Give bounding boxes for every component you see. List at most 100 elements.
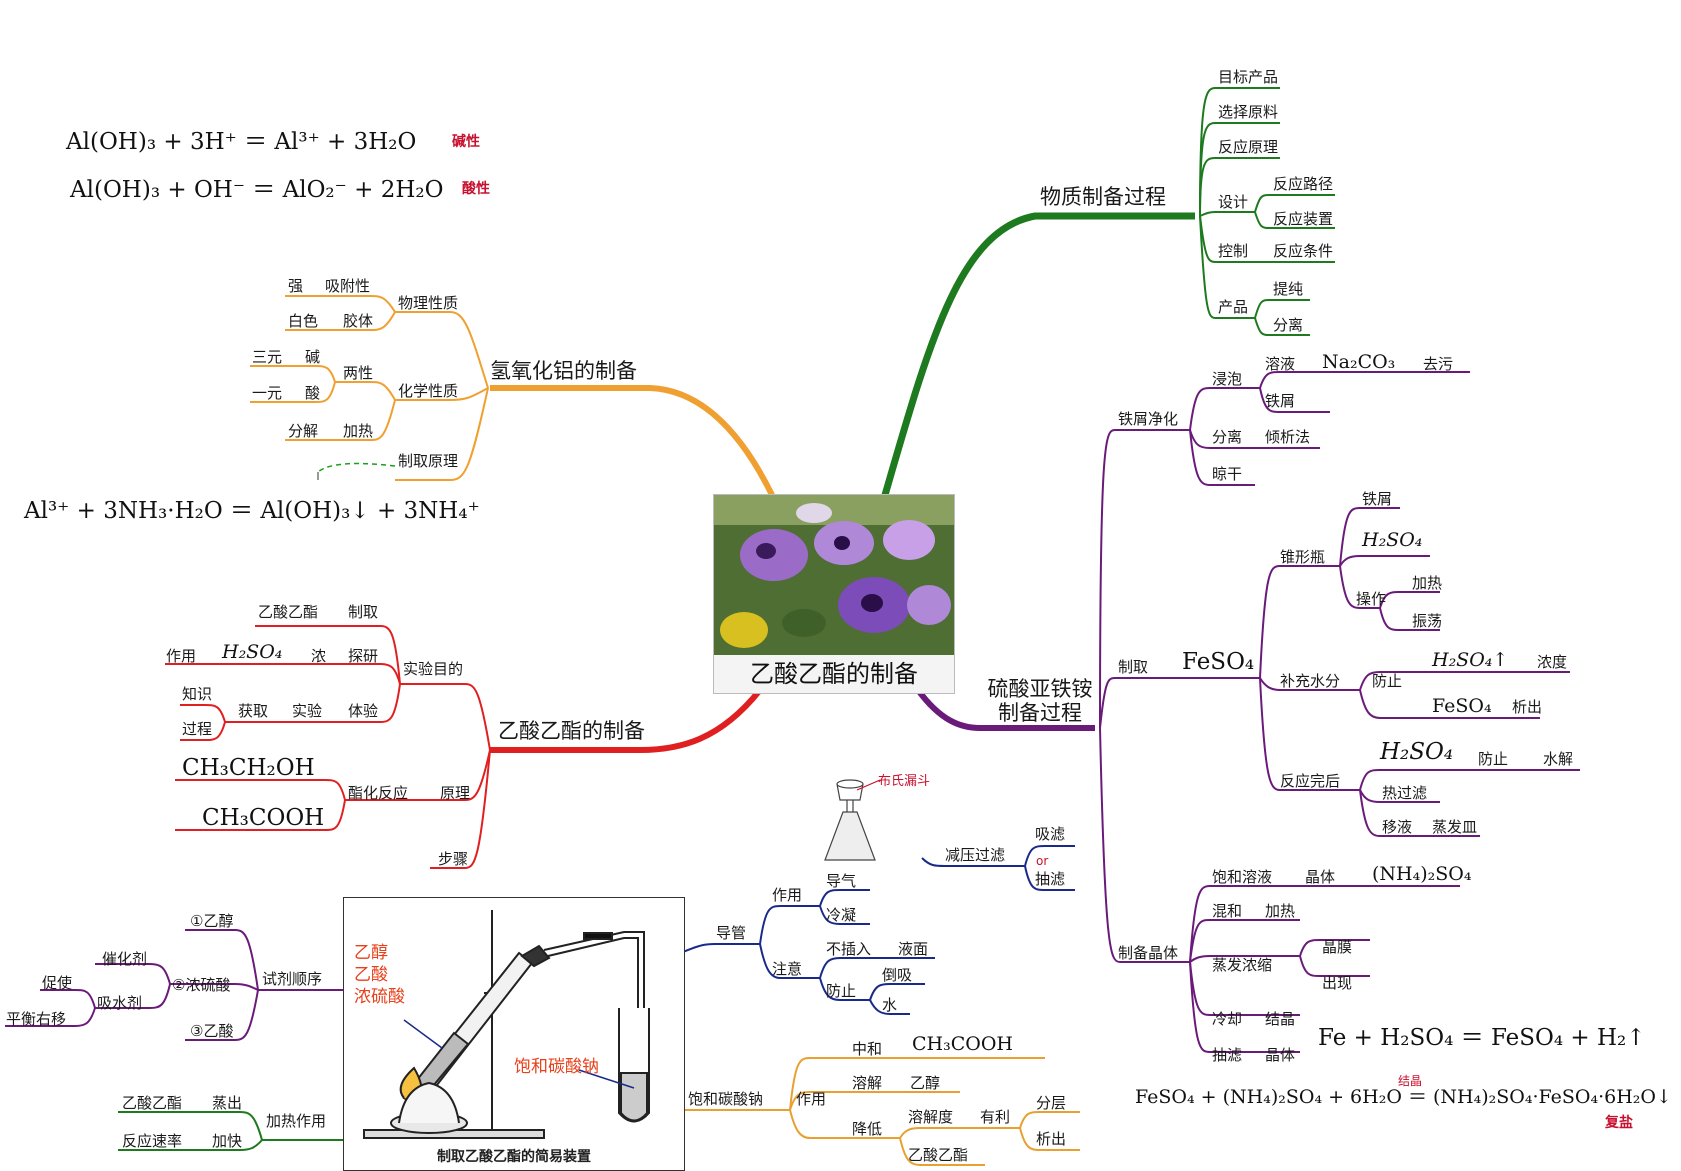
fe-precip: 析出	[1512, 698, 1543, 716]
fe-move: 移液	[1382, 818, 1413, 836]
fe-cryst2: 晶体	[1265, 1046, 1296, 1064]
apparatus-label-3: 浓硫酸	[354, 987, 405, 1007]
fe-evap: 蒸发浓缩	[1212, 956, 1273, 974]
fe-nh4so4: (NH₄)₂SO₄	[1372, 863, 1472, 885]
aloh-chem-c1: 分解	[288, 422, 319, 440]
ester-g3d: 实验	[292, 702, 323, 720]
prep-material: 选择原料	[1218, 103, 1279, 121]
fe-mix: 混和	[1212, 902, 1243, 920]
ester-g3c: 获取	[238, 702, 269, 720]
prep-condition: 反应条件	[1273, 242, 1334, 260]
tube-surface: 液面	[898, 940, 929, 958]
na2co3-precip: 析出	[1036, 1130, 1067, 1148]
tag-acidic: 酸性	[462, 181, 490, 197]
fe-make: 制取	[1118, 658, 1149, 676]
filter-b: 抽滤	[1035, 870, 1066, 888]
ester-principle: 原理	[440, 784, 471, 802]
fe-heat: 加热	[1412, 574, 1443, 592]
aloh-phys-b2: 胶体	[343, 312, 374, 330]
tube-label: 导管	[716, 924, 747, 942]
ester-g1a: 乙酸乙酯	[258, 603, 319, 621]
tube-effect: 作用	[772, 886, 803, 904]
fe-flask-scrap: 铁屑	[1362, 490, 1393, 508]
prep-design: 设计	[1218, 193, 1249, 211]
na2co3-acoh: CH₃COOH	[912, 1033, 1013, 1055]
ester-g3e: 体验	[348, 702, 379, 720]
reagent-shift: 平衡右移	[6, 1010, 67, 1028]
na2co3-layer: 分层	[1036, 1094, 1067, 1112]
aloh-chem-c2: 加热	[343, 422, 374, 440]
na2co3-dissolve: 溶解	[852, 1074, 883, 1092]
reagent-cat: 催化剂	[102, 950, 148, 968]
reagent-promote: 促使	[42, 974, 73, 992]
apparatus-diagram: 乙醇 乙酸 浓硫酸 饱和碳酸钠 制取乙酸乙酯的简易装置	[343, 897, 685, 1171]
ester-acoh: CH₃COOH	[202, 805, 325, 831]
ester-g2d: 探研	[348, 647, 379, 665]
branch-fe-title-l1: 硫酸亚铁铵	[987, 677, 1093, 701]
fe-scrap: 铁屑	[1265, 392, 1296, 410]
fe-soak: 浸泡	[1212, 370, 1243, 388]
prep-route: 反应路径	[1273, 175, 1334, 193]
tube-note: 注意	[772, 960, 803, 978]
aloh-chem-a1: 三元	[252, 348, 283, 366]
fe-prevent: 防止	[1372, 672, 1403, 690]
branch-aloh-title: 氢氧化铝的制备	[490, 359, 637, 383]
fe-na2co3: Na₂CO₃	[1322, 351, 1396, 373]
na2co3-effect: 作用	[796, 1090, 827, 1108]
fe-cool: 冷却	[1212, 1010, 1243, 1028]
fe-dish: 蒸发皿	[1432, 818, 1478, 836]
fe-water: 补充水分	[1280, 672, 1341, 690]
fe-crystallize: 结晶	[1265, 1010, 1296, 1028]
prep-separate: 分离	[1273, 316, 1304, 334]
fe-crystal: 制备晶体	[1118, 944, 1179, 962]
apparatus-drawing	[363, 910, 650, 1139]
center-title: 乙酸乙酯的制备	[714, 655, 954, 693]
tube-noins: 不插入	[826, 940, 872, 958]
fe-sat: 饱和溶液	[1212, 868, 1273, 886]
fe-cryst: 晶体	[1305, 868, 1336, 886]
fe-flask-h2so4: H₂SO₄	[1362, 529, 1423, 551]
branch-ester-title: 乙酸乙酯的制备	[498, 719, 645, 743]
fe-flask: 锥形瓶	[1280, 548, 1326, 566]
fe-h2so4-up: H₂SO₄↑	[1432, 649, 1509, 671]
aloh-chem-amph: 两性	[343, 364, 374, 382]
ester-steps: 步骤	[438, 850, 469, 868]
ester-g1b: 制取	[348, 603, 379, 621]
branch-prep-title: 物质制备过程	[1040, 185, 1166, 209]
ester-g3b: 过程	[182, 720, 213, 738]
aloh-phys: 物理性质	[398, 294, 459, 312]
tube-gas: 导气	[826, 872, 857, 890]
fe-degrease: 去污	[1423, 355, 1454, 373]
aloh-chem: 化学性质	[398, 382, 459, 400]
fe-op: 操作	[1356, 590, 1387, 608]
reagent-1: ①乙醇	[190, 912, 234, 930]
prep-principle: 反应原理	[1218, 138, 1279, 156]
tag-basic: 碱性	[452, 134, 480, 150]
tag-fuyan: 复盐	[1605, 1115, 1633, 1131]
fe-solution: 溶液	[1265, 355, 1296, 373]
aloh-chem-a2: 碱	[305, 348, 321, 366]
na2co3-favor: 有利	[980, 1108, 1011, 1126]
ester-g2a: 作用	[166, 647, 197, 665]
aloh-chem-b1: 一元	[252, 384, 283, 402]
tube-back: 倒吸	[882, 966, 913, 984]
ester-g3a: 知识	[182, 685, 213, 703]
na2co3-solub: 溶解度	[908, 1108, 954, 1126]
fe-shake: 振荡	[1412, 612, 1443, 630]
prep-control: 控制	[1218, 242, 1249, 260]
apparatus-na2co3: 饱和碳酸钠	[514, 1057, 599, 1077]
tag-jiejing: 结晶	[1398, 1074, 1423, 1088]
fe-decant: 倾析法	[1265, 428, 1311, 446]
buchner-funnel-label: 布氏漏斗	[878, 774, 931, 789]
fe-sep: 分离	[1212, 428, 1243, 446]
ester-etoh: CH₃CH₂OH	[182, 755, 315, 781]
fe-suction: 抽滤	[1212, 1046, 1243, 1064]
formula-fe-h2so4: Fe + H₂SO₄ ＝ FeSO₄ + H₂↑	[1318, 1025, 1646, 1051]
filter-a: 吸滤	[1035, 825, 1066, 843]
heat-h2a: 反应速率	[122, 1132, 183, 1150]
reagent-2: ②浓硫酸	[172, 976, 231, 994]
na2co3-etoh: 乙醇	[910, 1074, 941, 1092]
fe-heat2: 加热	[1265, 902, 1296, 920]
filter-or: or	[1036, 854, 1049, 868]
